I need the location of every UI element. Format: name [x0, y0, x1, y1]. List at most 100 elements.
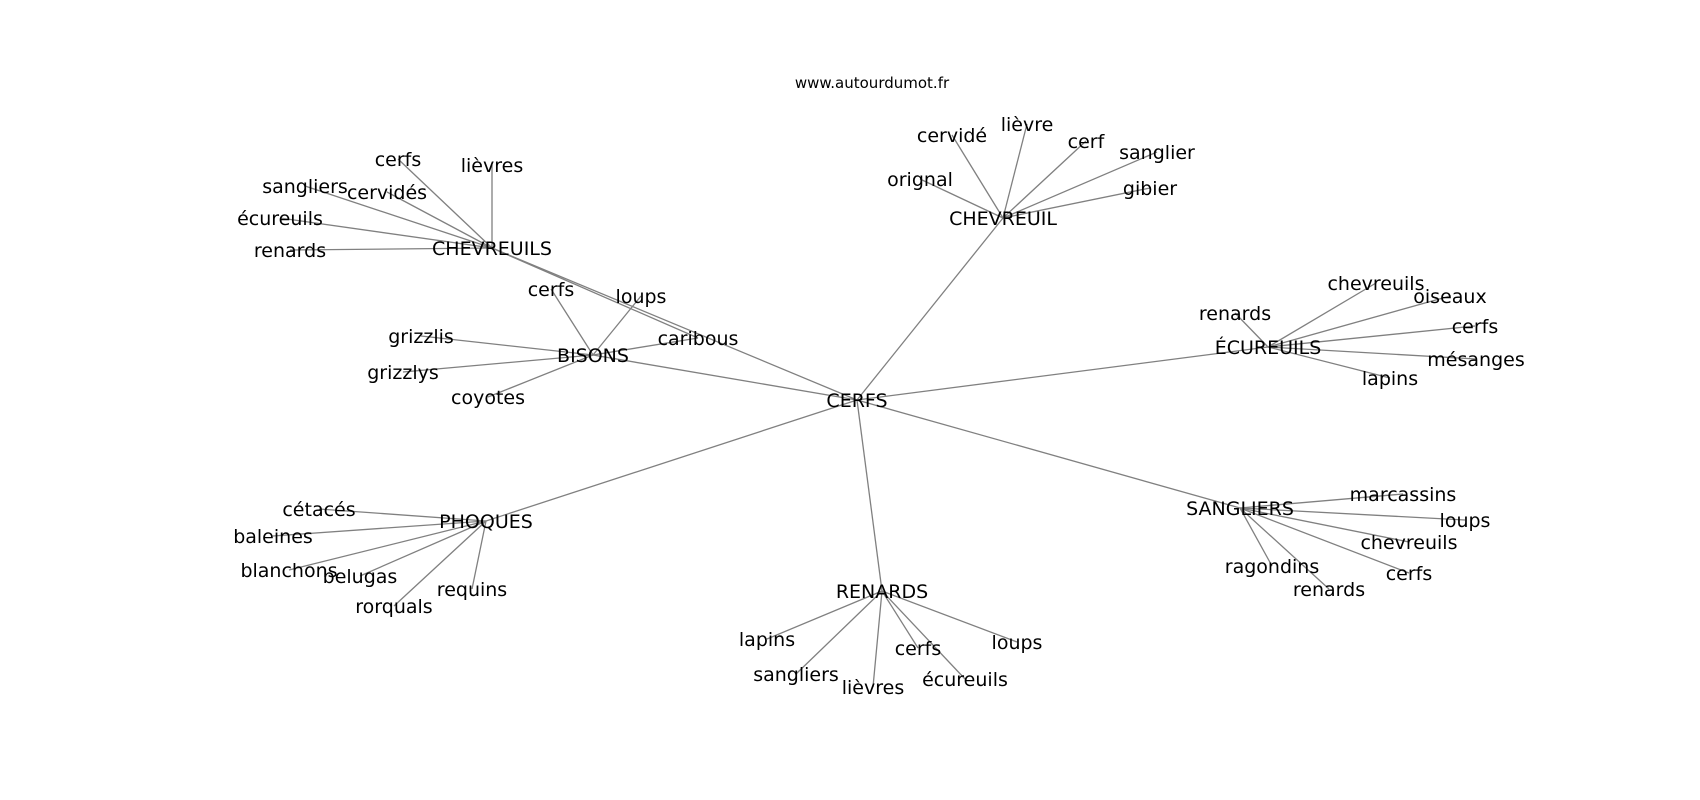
node-leaf-cerf[interactable]: cerf [1068, 131, 1106, 153]
node-leaf-cerfs[interactable]: cerfs [375, 149, 422, 171]
edge-center-sangliers [856, 399, 1241, 509]
edge-chevreuils-cervides [386, 191, 493, 249]
node-leaf-cetaces[interactable]: cétacés [282, 499, 355, 521]
edge-phoques-requins [471, 520, 487, 590]
node-hub-sangliers[interactable]: SANGLIERS [1186, 498, 1294, 520]
node-leaf-renards[interactable]: renards [1293, 579, 1365, 601]
edge-center-bisons [592, 354, 858, 401]
edge-center-renards [856, 399, 883, 592]
graph-edges [272, 123, 1477, 688]
edge-chevreuils-renards [289, 247, 493, 251]
edge-ecureuils-oiseaux [1267, 295, 1451, 348]
node-hub-phoques[interactable]: PHOQUES [439, 511, 533, 533]
edge-center-phoques [485, 399, 858, 522]
edge-bisons-caribous [592, 337, 699, 356]
edge-sangliers-loups [1239, 507, 1466, 521]
node-hub-bisons[interactable]: BISONS [557, 345, 629, 367]
node-leaf-rorquals[interactable]: rorquals [355, 596, 432, 618]
edge-chevreuils-ecureuils [279, 217, 493, 249]
node-leaf-oiseaux[interactable]: oiseaux [1413, 286, 1486, 308]
edge-center-chevreuils [491, 247, 858, 401]
edge-ecureuils-mesanges [1267, 346, 1477, 360]
edge-ecureuils-lapins [1267, 346, 1391, 379]
edge-renards-ecureuils [881, 590, 966, 680]
node-leaf-cerfs[interactable]: cerfs [528, 279, 575, 301]
node-leaf-requins[interactable]: requins [437, 579, 507, 601]
edge-phoques-baleines [272, 520, 487, 537]
node-leaf-lapins[interactable]: lapins [1362, 368, 1418, 390]
edge-phoques-blanchons [288, 520, 487, 571]
node-leaf-lievre[interactable]: lièvre [1001, 114, 1054, 136]
edge-center-chevreuil [856, 217, 1004, 401]
node-leaf-caribous[interactable]: caribous [658, 328, 739, 350]
node-leaf-renards[interactable]: renards [1199, 303, 1271, 325]
node-leaf-sangliers[interactable]: sangliers [262, 176, 348, 198]
edge-chevreuil-lievre [1002, 123, 1028, 219]
node-leaf-cerfs[interactable]: cerfs [895, 638, 942, 660]
node-leaf-loups[interactable]: loups [992, 632, 1043, 654]
node-leaf-ecureuils[interactable]: écureuils [922, 669, 1008, 691]
node-leaf-chevreuils[interactable]: chevreuils [1360, 532, 1457, 554]
edge-bisons-coyotes [487, 354, 594, 398]
edge-chevreuils-sangliers [304, 185, 493, 249]
edge-phoques-cetaces [318, 508, 487, 522]
node-leaf-gibier[interactable]: gibier [1123, 178, 1177, 200]
node-leaf-sanglier[interactable]: sanglier [1119, 142, 1195, 164]
edge-chevreuil-cerf [1002, 140, 1087, 219]
edge-bisons-loups [592, 295, 642, 356]
edge-sangliers-marcassins [1239, 493, 1404, 509]
node-leaf-coyotes[interactable]: coyotes [451, 387, 525, 409]
node-leaf-belugas[interactable]: belugas [323, 566, 398, 588]
edge-sangliers-ragondins [1239, 507, 1273, 567]
node-leaf-loups[interactable]: loups [1440, 510, 1491, 532]
node-leaf-grizzlis[interactable]: grizzlis [388, 326, 454, 348]
edge-chevreuil-sanglier [1002, 151, 1158, 219]
edge-phoques-rorquals [393, 520, 487, 607]
edge-renards-lievres [872, 590, 883, 688]
edge-chevreuil-orignal [919, 178, 1004, 219]
node-leaf-lievres[interactable]: lièvres [842, 677, 904, 699]
node-leaf-loups[interactable]: loups [616, 286, 667, 308]
edge-bisons-grizzlys [402, 354, 594, 373]
edge-chevreuil-gibier [1002, 187, 1151, 219]
node-leaf-orignal[interactable]: orignal [887, 169, 953, 191]
edge-sangliers-chevreuils [1239, 507, 1410, 543]
node-leaf-renards[interactable]: renards [254, 240, 326, 262]
edge-renards-cerfs [881, 590, 919, 649]
node-hub-chevreuils[interactable]: CHEVREUILS [432, 238, 552, 260]
node-leaf-cerfs[interactable]: cerfs [1386, 563, 1433, 585]
edge-ecureuils-chevreuils [1267, 282, 1377, 348]
node-leaf-ragondins[interactable]: ragondins [1225, 556, 1319, 578]
edge-sangliers-cerfs [1239, 507, 1410, 574]
node-leaf-grizzlys[interactable]: grizzlys [367, 362, 439, 384]
edge-chevreuil-cervide [951, 134, 1004, 219]
node-leaf-cervide[interactable]: cervidé [917, 125, 987, 147]
edge-renards-lapins [766, 590, 883, 640]
node-leaf-lievres[interactable]: lièvres [461, 155, 523, 177]
edge-ecureuils-renards [1234, 312, 1269, 348]
node-leaf-cerfs[interactable]: cerfs [1452, 316, 1499, 338]
node-leaf-blanchons[interactable]: blanchons [240, 560, 337, 582]
node-leaf-sangliers[interactable]: sangliers [753, 664, 839, 686]
source-watermark[interactable]: www.autourdumot.fr [795, 74, 950, 92]
node-hub-renards[interactable]: RENARDS [836, 581, 928, 603]
node-leaf-lapins[interactable]: lapins [739, 629, 795, 651]
node-hub-ecureuils[interactable]: ÉCUREUILS [1215, 336, 1322, 359]
edge-renards-loups [881, 590, 1018, 643]
node-leaf-mesanges[interactable]: mésanges [1427, 349, 1524, 371]
edge-chevreuils-cerfs [397, 158, 493, 249]
edge-phoques-belugas [359, 520, 487, 577]
node-leaf-chevreuils[interactable]: chevreuils [1327, 273, 1424, 295]
node-center-cerfs[interactable]: CERFS [826, 390, 887, 412]
edge-sangliers-renards [1239, 507, 1330, 590]
edge-renards-sangliers [795, 590, 883, 675]
node-hub-chevreuil[interactable]: CHEVREUIL [949, 208, 1057, 230]
edge-bisons-cerfs [550, 288, 594, 356]
edge-ecureuils-cerfs [1267, 325, 1476, 348]
node-leaf-marcassins[interactable]: marcassins [1350, 484, 1457, 506]
node-leaf-baleines[interactable]: baleines [233, 526, 313, 548]
node-leaf-cervides[interactable]: cervidés [347, 182, 427, 204]
node-leaf-ecureuils[interactable]: écureuils [237, 208, 323, 230]
